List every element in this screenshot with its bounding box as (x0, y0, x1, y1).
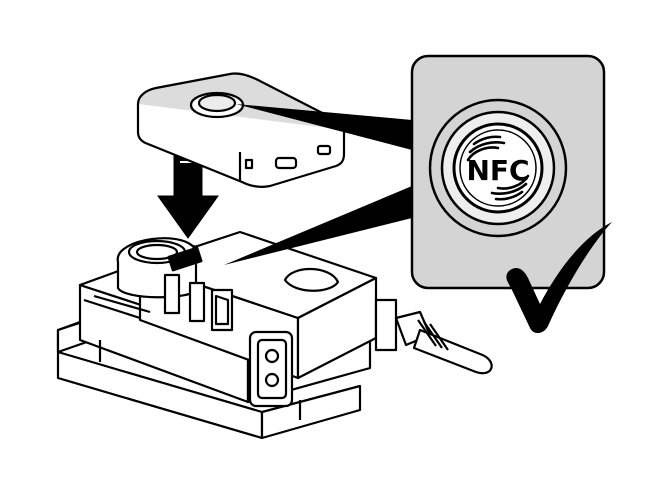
nfc-callout-panel: NFC (410, 54, 606, 290)
check-mark-icon (506, 222, 612, 334)
nfc-dongle (136, 72, 346, 188)
callout-pointers (224, 104, 412, 265)
nfc-badge-label: NFC (466, 154, 529, 187)
nfc-badge-icon (466, 135, 530, 201)
actuator-device (56, 230, 493, 440)
